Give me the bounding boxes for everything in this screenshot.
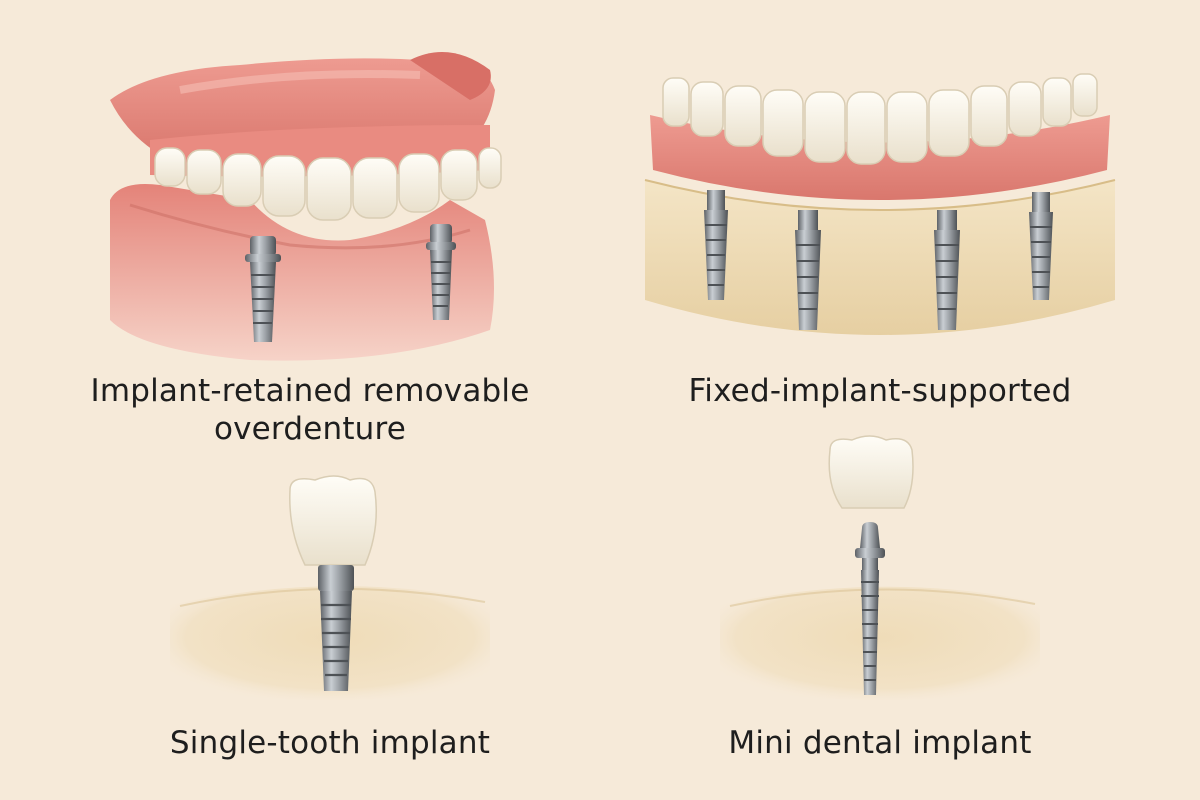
mini-implant-illustration xyxy=(720,435,1040,700)
panel-mini-implant: Mini dental implant xyxy=(690,430,1070,770)
overdenture-illustration xyxy=(110,52,502,361)
caption-single-tooth: Single-tooth implant xyxy=(169,725,491,761)
caption-fixed-implant: Fixed-implant-supported xyxy=(688,373,1072,409)
caption-mini-implant: Mini dental implant xyxy=(728,725,1032,761)
implant-left xyxy=(245,236,281,342)
mini-implant xyxy=(855,522,885,695)
single-tooth-illustration xyxy=(170,475,490,700)
implant-body xyxy=(320,591,352,691)
fixed-implant-illustration xyxy=(644,73,1116,335)
panel-overdenture: Implant-retained removable overdenture xyxy=(90,30,530,450)
floating-crown xyxy=(828,435,914,509)
fixed-implants xyxy=(704,190,1053,330)
crown xyxy=(289,475,377,566)
panel-fixed-implant: Fixed-implant-supported xyxy=(644,60,1116,420)
caption-overdenture: Implant-retained removable overdenture xyxy=(90,373,530,447)
implant-right xyxy=(426,224,456,320)
upper-teeth xyxy=(154,147,502,221)
panel-single-tooth: Single-tooth implant xyxy=(140,470,520,770)
fixed-teeth xyxy=(662,73,1098,165)
